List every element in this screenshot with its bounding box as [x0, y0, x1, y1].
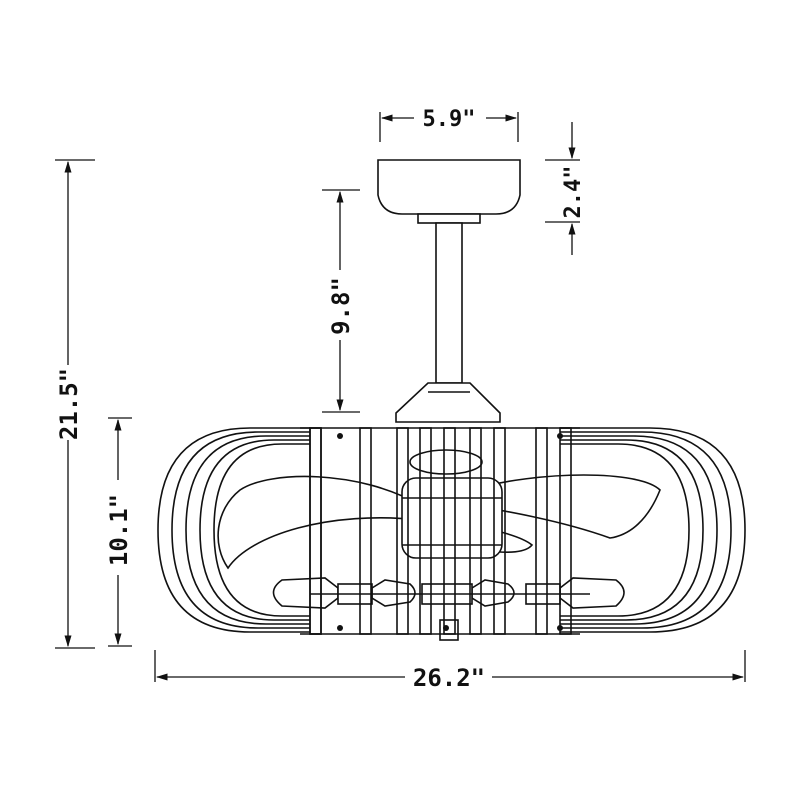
cage-screws [337, 433, 563, 631]
dimension-cage-height: 10.1" [105, 417, 133, 647]
label-downrod: 9.8" [327, 277, 355, 335]
label-cage-height: 10.1" [105, 494, 133, 566]
cage-bars [300, 427, 580, 635]
fan-drawing [157, 159, 746, 641]
label-canopy-height: 2.4" [561, 166, 586, 219]
downrod [435, 222, 463, 384]
lamp-array [272, 577, 625, 641]
canopy-collar [417, 213, 481, 224]
dimension-canopy-width: 5.9" [379, 107, 519, 142]
label-canopy-width: 5.9" [423, 107, 476, 132]
label-cage-width: 26.2" [413, 664, 485, 692]
dimension-cage-width: 26.2" [154, 650, 746, 692]
dimension-overall-height: 21.5" [55, 159, 95, 649]
cage-right-arcs [560, 427, 746, 633]
label-overall-height: 21.5" [55, 368, 83, 440]
motor-housing [395, 382, 501, 423]
cage-left-arcs [157, 427, 310, 633]
fan-blades [217, 449, 661, 570]
dimension-canopy-height: 2.4" [545, 122, 586, 255]
dimension-downrod: 9.8" [322, 189, 360, 413]
canopy [377, 159, 521, 215]
